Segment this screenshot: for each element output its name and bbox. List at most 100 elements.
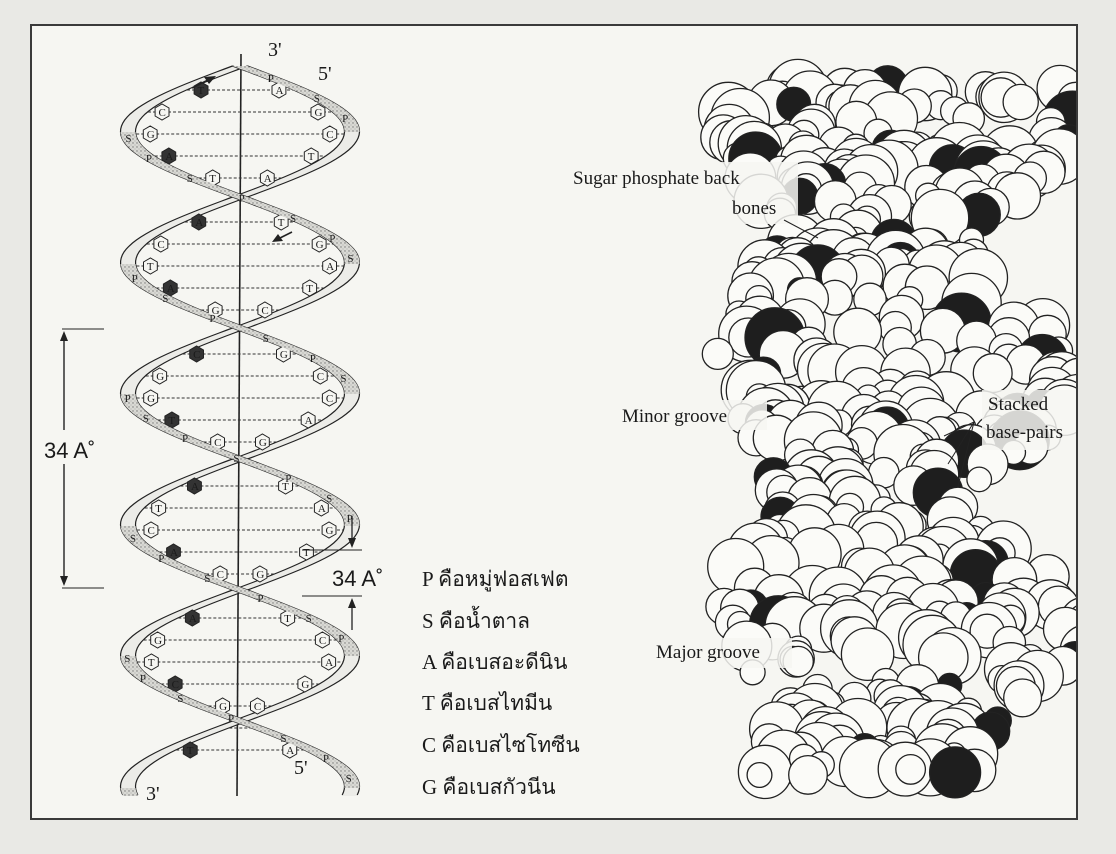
label-base-pairs: base-pairs	[986, 422, 1063, 443]
helix-axis	[237, 54, 241, 796]
svg-text:A: A	[165, 151, 173, 163]
svg-text:C: C	[326, 393, 333, 405]
svg-text:P: P	[239, 193, 245, 205]
svg-text:T: T	[148, 657, 155, 669]
svg-text:P: P	[342, 113, 348, 125]
svg-text:T: T	[284, 613, 291, 625]
svg-text:P: P	[285, 473, 291, 485]
svg-text:S: S	[162, 293, 168, 305]
svg-text:C: C	[254, 701, 261, 713]
svg-text:A: A	[326, 261, 334, 273]
svg-text:S: S	[340, 373, 346, 385]
svg-text:T: T	[168, 415, 175, 427]
svg-text:P: P	[158, 553, 164, 565]
svg-text:G: G	[314, 107, 322, 119]
svg-text:G: G	[256, 569, 264, 581]
svg-text:S: S	[177, 693, 183, 705]
svg-text:G: G	[156, 371, 164, 383]
label-sugar-phosphate-backbone: Sugar phosphate back	[573, 168, 740, 189]
svg-text:G: G	[147, 393, 155, 405]
svg-text:A: A	[325, 657, 333, 669]
svg-text:G: G	[259, 437, 267, 449]
svg-text:T: T	[198, 85, 205, 97]
legend-item-c: C คือเบสไซโทซีน	[422, 733, 580, 757]
svg-text:P: P	[323, 753, 329, 765]
svg-text:S: S	[306, 613, 312, 625]
svg-text:A: A	[264, 173, 272, 185]
svg-text:P: P	[140, 673, 146, 685]
svg-text:S: S	[314, 93, 320, 105]
svg-text:S: S	[143, 413, 149, 425]
svg-text:G: G	[154, 635, 162, 647]
direction-arrow-bottom	[272, 232, 292, 242]
svg-text:P: P	[209, 313, 215, 325]
svg-text:S: S	[204, 573, 210, 585]
svg-text:P: P	[329, 233, 335, 245]
svg-text:G: G	[316, 239, 324, 251]
legend-item-t: T คือเบสไทมีน	[422, 691, 552, 715]
svg-text:P: P	[146, 153, 152, 165]
svg-text:G: G	[326, 525, 334, 537]
svg-text:S: S	[346, 773, 352, 785]
svg-text:S: S	[233, 453, 239, 465]
legend-item-a: A คือเบสอะดีนิน	[422, 650, 567, 674]
svg-text:T: T	[155, 503, 162, 515]
end-label-3prime-top: 3'	[268, 39, 282, 61]
svg-text:C: C	[193, 349, 200, 361]
svg-text:C: C	[317, 371, 324, 383]
svg-text:S: S	[263, 333, 269, 345]
svg-text:S: S	[347, 253, 353, 265]
svg-text:T: T	[278, 217, 285, 229]
svg-text:S: S	[280, 733, 286, 745]
svg-text:P: P	[125, 393, 131, 405]
svg-text:C: C	[172, 679, 179, 691]
end-label-5prime-top: 5'	[318, 63, 332, 85]
legend-item-s: S คือน้ำตาล	[422, 606, 530, 633]
label-minor-groove: Minor groove	[622, 406, 727, 427]
legend: P คือหมู่ฟอสเฟต S คือน้ำตาล A คือเบสอะดี…	[422, 567, 580, 799]
svg-text:P: P	[257, 593, 263, 605]
rise-label: 34 A˚	[332, 566, 383, 591]
legend-item-g: G คือเบสกัวนีน	[422, 775, 556, 799]
svg-text:G: G	[280, 349, 288, 361]
svg-text:A: A	[318, 503, 326, 515]
svg-text:P: P	[310, 353, 316, 365]
svg-text:A: A	[195, 217, 203, 229]
svg-text:G: G	[147, 129, 155, 141]
end-label-3prime-bottom: 3'	[146, 783, 160, 805]
legend-item-p: P คือหมู่ฟอสเฟต	[422, 567, 568, 592]
label-major-groove: Major groove	[656, 642, 760, 663]
svg-text:T: T	[308, 151, 315, 163]
svg-text:G: G	[301, 679, 309, 691]
double-helix-diagram: TACGGCATTAATCGTAATGCCGGCGCTACGATTACGATCG…	[38, 39, 383, 805]
svg-text:P: P	[132, 273, 138, 285]
svg-text:C: C	[319, 635, 326, 647]
svg-text:P: P	[228, 713, 234, 725]
svg-text:T: T	[147, 261, 154, 273]
svg-text:A: A	[275, 85, 283, 97]
svg-text:C: C	[147, 525, 154, 537]
svg-text:P: P	[338, 633, 344, 645]
svg-text:A: A	[286, 745, 294, 757]
svg-text:C: C	[261, 305, 268, 317]
svg-text:P: P	[268, 73, 274, 85]
svg-text:C: C	[157, 239, 164, 251]
svg-text:T: T	[187, 745, 194, 757]
pitch-label: 34 A˚	[44, 438, 95, 463]
svg-text:S: S	[187, 173, 193, 185]
end-label-5prime-bottom: 5'	[294, 757, 308, 779]
svg-text:C: C	[159, 107, 166, 119]
svg-text:S: S	[124, 653, 130, 665]
label-stacked: Stacked	[988, 394, 1049, 415]
svg-text:A: A	[305, 415, 313, 427]
svg-text:P: P	[182, 433, 188, 445]
svg-text:T: T	[303, 547, 310, 559]
label-backbone-line2: bones	[732, 198, 776, 219]
svg-text:S: S	[290, 213, 296, 225]
svg-text:S: S	[326, 493, 332, 505]
svg-text:T: T	[306, 283, 313, 295]
svg-text:S: S	[130, 533, 136, 545]
svg-text:A: A	[189, 613, 197, 625]
